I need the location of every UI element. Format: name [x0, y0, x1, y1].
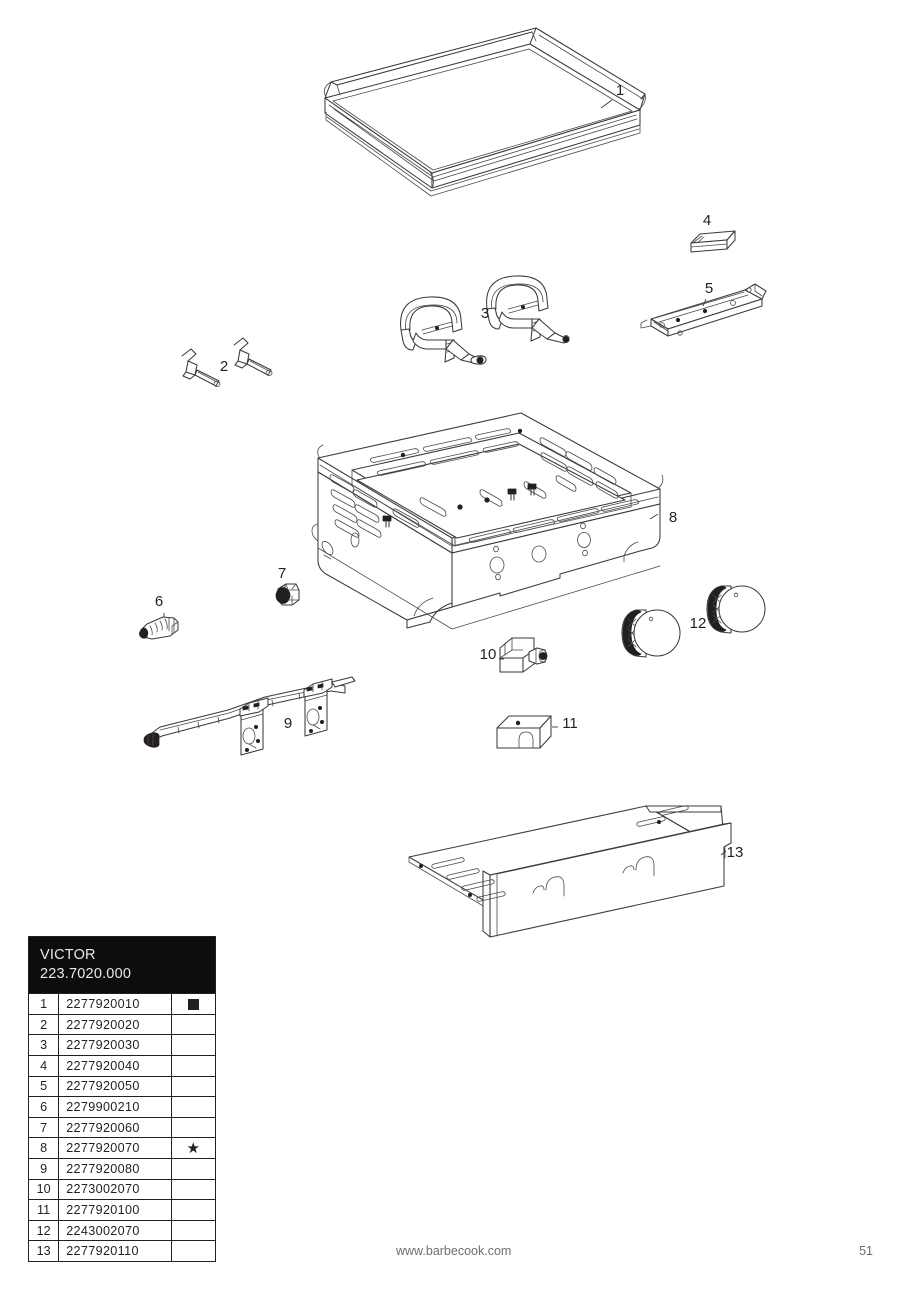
row-index: 8	[27, 1137, 60, 1159]
callout-5: 5	[705, 280, 713, 297]
parts-table-header-row: VICTOR 223.7020.000	[28, 936, 216, 994]
row-index: 2	[27, 1013, 60, 1036]
callout-4: 4	[703, 212, 711, 229]
row-part-number: 2277920110	[58, 1240, 172, 1262]
callout-12: 12	[690, 615, 707, 632]
part-12-control-knob-pair	[621, 585, 766, 658]
row-mark: ★	[170, 1137, 217, 1159]
row-part-number: 2277920070	[58, 1137, 172, 1159]
row-mark	[170, 1034, 217, 1057]
table-row: 2 2277920020	[27, 1013, 217, 1036]
star-marker-icon: ★	[186, 1139, 200, 1157]
row-index: 12	[27, 1219, 60, 1242]
row-index: 6	[27, 1096, 60, 1118]
row-index: 1	[27, 993, 60, 1015]
table-row: 5 2277920050	[27, 1075, 217, 1098]
row-index: 4	[27, 1055, 60, 1077]
part-3-side-handle-pair	[400, 275, 570, 365]
row-mark	[170, 1240, 217, 1262]
brand-name: VICTOR	[40, 947, 96, 963]
row-mark	[170, 1055, 217, 1077]
row-part-number: 2277920020	[58, 1013, 172, 1036]
model-number: 223.7020.000	[40, 966, 132, 983]
callout-2: 2	[220, 358, 228, 375]
part-5-mounting-rail	[640, 283, 767, 337]
row-mark	[170, 1013, 217, 1036]
part-2-clip-bracket-pair	[181, 337, 273, 387]
row-index: 5	[27, 1075, 60, 1098]
table-row: 6 2279900210	[27, 1096, 217, 1118]
part-1-lid-tray	[323, 27, 646, 197]
callout-10: 10	[480, 646, 497, 663]
model-header-cell: VICTOR 223.7020.000	[28, 936, 216, 994]
table-row: 1 2277920010	[27, 993, 217, 1015]
table-row: 11 2277920100	[27, 1199, 217, 1221]
row-part-number: 2273002070	[58, 1178, 172, 1201]
row-part-number: 2243002070	[58, 1219, 172, 1242]
table-row: 8 2277920070 ★	[27, 1137, 217, 1159]
table-row: 3 2277920030	[27, 1034, 217, 1057]
part-9-gas-manifold-assembly	[143, 676, 356, 756]
row-mark	[170, 1075, 217, 1098]
callout-13: 13	[727, 844, 744, 861]
table-row: 13 2277920110	[27, 1240, 217, 1262]
part-10-igniter-module	[499, 637, 548, 673]
row-index: 11	[27, 1199, 60, 1221]
row-part-number: 2279900210	[58, 1096, 172, 1118]
callout-9: 9	[284, 715, 292, 732]
row-mark	[170, 993, 217, 1015]
website-url: www.barbecook.com	[396, 1244, 512, 1258]
row-mark	[170, 1158, 217, 1180]
part-8-main-body-housing	[311, 412, 664, 630]
row-mark	[170, 1178, 217, 1201]
callout-8: 8	[669, 509, 677, 526]
row-mark	[170, 1116, 217, 1139]
row-index: 7	[27, 1116, 60, 1139]
page-number: 51	[859, 1244, 873, 1258]
table-row: 7 2277920060	[27, 1116, 217, 1139]
row-part-number: 2277920040	[58, 1055, 172, 1077]
page-footer: www.barbecook.com 51	[0, 1244, 915, 1266]
part-13-bottom-shelf-tray	[408, 805, 732, 938]
table-row: 9 2277920080	[27, 1158, 217, 1180]
callout-3: 3	[481, 305, 489, 322]
row-index: 3	[27, 1034, 60, 1057]
part-7-hex-nut	[275, 583, 300, 606]
row-index: 9	[27, 1158, 60, 1180]
callout-11: 11	[562, 715, 578, 732]
row-part-number: 2277920050	[58, 1075, 172, 1098]
row-mark	[170, 1219, 217, 1242]
row-part-number: 2277920030	[58, 1034, 172, 1057]
row-mark	[170, 1199, 217, 1221]
square-marker-icon	[187, 999, 199, 1011]
table-row: 10 2273002070	[27, 1178, 217, 1201]
part-4-small-block	[690, 230, 736, 253]
part-6-hose-barb-fitting	[139, 613, 179, 640]
row-part-number: 2277920060	[58, 1116, 172, 1139]
table-row: 4 2277920040	[27, 1055, 217, 1077]
row-part-number: 2277920100	[58, 1199, 172, 1221]
row-index: 10	[27, 1178, 60, 1201]
row-part-number: 2277920080	[58, 1158, 172, 1180]
parts-list-table: VICTOR 223.7020.000 1 2277920010 2 22779…	[27, 936, 217, 1262]
row-index: 13	[27, 1240, 60, 1262]
row-mark	[170, 1096, 217, 1118]
part-11-notched-block	[496, 715, 558, 749]
callout-7: 7	[278, 565, 286, 582]
callout-1: 1	[616, 82, 624, 99]
row-part-number: 2277920010	[58, 993, 172, 1015]
callout-6: 6	[155, 593, 163, 610]
table-row: 12 2243002070	[27, 1219, 217, 1242]
